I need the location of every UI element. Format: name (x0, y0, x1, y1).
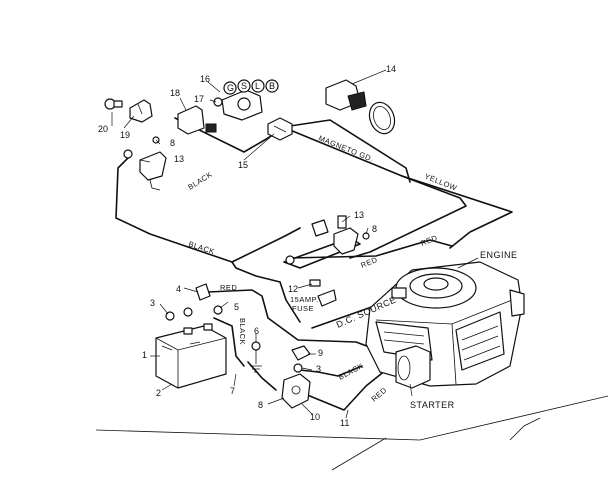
callout-3b: 3 (316, 364, 321, 374)
callout-10: 10 (310, 412, 320, 422)
battery (155, 323, 227, 389)
magneto-module (325, 79, 396, 135)
label-black-top: BLACK (186, 170, 214, 192)
label-red-mid: RED (419, 233, 439, 248)
callout-7: 7 (230, 386, 235, 396)
callout-13-top: 13 (174, 154, 184, 164)
cable-to-ground (247, 361, 277, 391)
harness-connector-15 (267, 117, 293, 141)
engine (365, 261, 525, 387)
key-switch-assembly (213, 89, 263, 121)
label-yellow: YELLOW (423, 172, 459, 193)
battery-black-wire (213, 317, 245, 367)
solenoid-connector (281, 345, 311, 409)
ignition-switch (177, 105, 217, 135)
callout-8-low: 8 (258, 400, 263, 410)
frame-outline (95, 395, 608, 471)
fuse-holder (309, 279, 337, 307)
callout-8-top: 8 (170, 138, 175, 148)
callout-leaders (111, 69, 479, 419)
terminal-s-label: S (241, 81, 247, 91)
terminal-b-label: B (269, 81, 275, 91)
callout-3: 3 (150, 298, 155, 308)
callout-16: 16 (200, 74, 210, 84)
seat-switch (123, 136, 167, 191)
label-black-battery: BLACK (238, 318, 247, 345)
callout-15: 15 (238, 160, 248, 170)
pto-switch (285, 215, 370, 265)
black-wire-left-loop (115, 157, 301, 263)
callout-8-mid: 8 (372, 224, 377, 234)
starter-motor (395, 345, 431, 389)
callout-1: 1 (142, 350, 147, 360)
label-black-mid: BLACK (187, 239, 216, 256)
solenoid-black-wire (299, 365, 363, 377)
label-red-top: RED (359, 255, 379, 270)
callout-18: 18 (170, 88, 180, 98)
switch-terminal-letters: G S L B (223, 79, 279, 95)
ground-terminal (250, 341, 262, 373)
callout-14: 14 (386, 64, 396, 74)
terminal-l-label: L (255, 81, 260, 91)
callout-11: 11 (340, 418, 349, 428)
callout-19: 19 (120, 130, 130, 140)
battery-red-wire (207, 289, 373, 349)
callout-17: 17 (194, 94, 204, 104)
callout-6: 6 (254, 326, 259, 336)
label-magneto-gd: MAGNETO GD. (317, 134, 375, 164)
yellow-wire (349, 175, 467, 259)
headlight-socket (129, 99, 153, 123)
callout-12: 12 (288, 284, 298, 294)
label-starter: STARTER (410, 400, 455, 410)
magneto-gd-wire (289, 129, 513, 249)
terminal-g-label: G (227, 83, 234, 93)
mid-bracket-wire (283, 237, 361, 269)
label-red-low: RED (370, 385, 389, 403)
callout-9: 9 (318, 348, 323, 358)
callout-2: 2 (156, 388, 161, 398)
part-labels: ENGINE STARTER 15AMP. FUSE (290, 250, 518, 410)
red-wire-fuse (289, 239, 453, 259)
battery-terminal-hardware (165, 283, 223, 321)
callout-4: 4 (176, 284, 181, 294)
label-fuse-amp: 15AMP. (290, 295, 319, 304)
callout-20: 20 (98, 124, 108, 134)
headlight-bulb (104, 98, 123, 110)
callout-5: 5 (234, 302, 239, 312)
label-black-low: BLACK (337, 361, 365, 382)
callout-numbers: 20 19 18 16 17 15 14 13 8 13 8 12 4 3 5 … (98, 64, 396, 428)
label-red-battery: RED (220, 283, 237, 292)
label-engine: ENGINE (480, 250, 518, 260)
callout-13-mid: 13 (354, 210, 364, 220)
label-fuse: FUSE (292, 304, 314, 313)
black-wire-middle (231, 261, 301, 323)
magneto-wire-upper (289, 119, 411, 183)
